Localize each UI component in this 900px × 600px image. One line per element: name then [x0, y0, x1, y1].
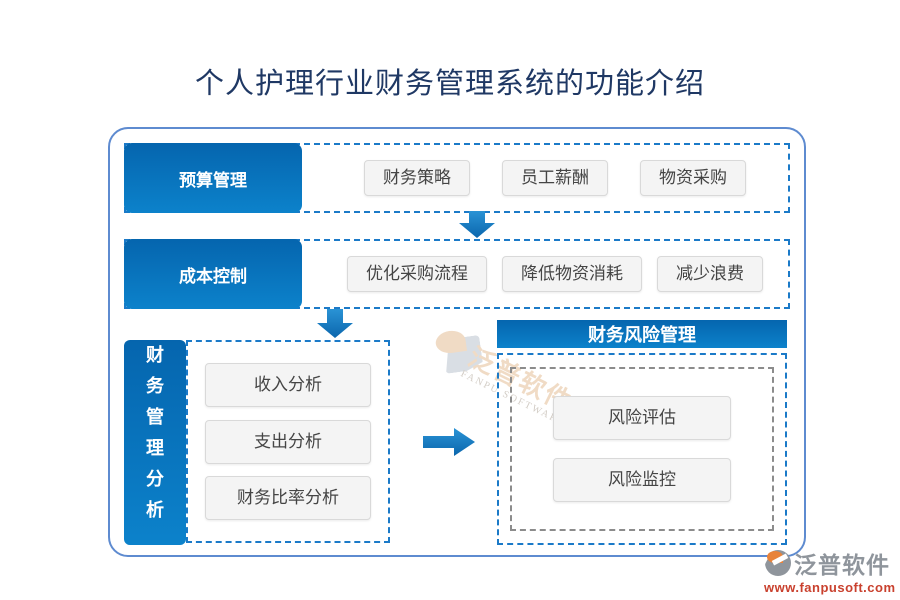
arrow-right-icon: [423, 428, 475, 461]
node-risk-management: 财务风险管理: [497, 320, 787, 348]
node-ratio-analysis: 财务比率分析: [205, 476, 371, 521]
risk-group: 风险评估 风险监控: [497, 353, 787, 545]
fanpu-logo-icon: [764, 549, 792, 577]
node-financial-strategy: 财务策略: [364, 160, 470, 196]
node-material-purchase: 物资采购: [640, 160, 746, 196]
diagram-container: 财务策略 员工薪酬 物资采购 预算管理 优化采购流程 降低物资消耗 减少浪费 成…: [108, 127, 806, 557]
budget-group: 财务策略 员工薪酬 物资采购: [124, 143, 790, 213]
financial-analysis-label: 财务管理分析: [146, 345, 164, 520]
node-financial-analysis: 财务管理分析: [124, 340, 186, 545]
node-optimize-procurement: 优化采购流程: [347, 256, 487, 292]
node-risk-monitoring: 风险监控: [553, 458, 731, 503]
node-employee-salary: 员工薪酬: [502, 160, 608, 196]
node-budget-management: 预算管理: [124, 143, 302, 213]
footer-brand-name: 泛普软件: [794, 553, 890, 578]
analysis-group: 收入分析 支出分析 财务比率分析: [186, 340, 390, 543]
node-risk-assessment: 风险评估: [553, 395, 731, 440]
arrow-down-icon: [317, 309, 353, 343]
cost-group: 优化采购流程 降低物资消耗 减少浪费: [124, 239, 790, 309]
footer-brand-url: www.fanpusoft.com: [764, 580, 896, 595]
risk-inner-group: 风险评估 风险监控: [510, 367, 774, 531]
node-reduce-waste: 减少浪费: [657, 256, 763, 292]
node-expense-analysis: 支出分析: [205, 419, 371, 464]
node-cost-control: 成本控制: [124, 239, 302, 309]
page-title: 个人护理行业财务管理系统的功能介绍: [194, 68, 705, 100]
arrow-down-icon: [459, 211, 495, 243]
node-income-analysis: 收入分析: [205, 362, 371, 407]
footer-brand: 泛普软件 www.fanpusoft.com: [764, 546, 896, 595]
node-reduce-consumption: 降低物资消耗: [502, 256, 642, 292]
